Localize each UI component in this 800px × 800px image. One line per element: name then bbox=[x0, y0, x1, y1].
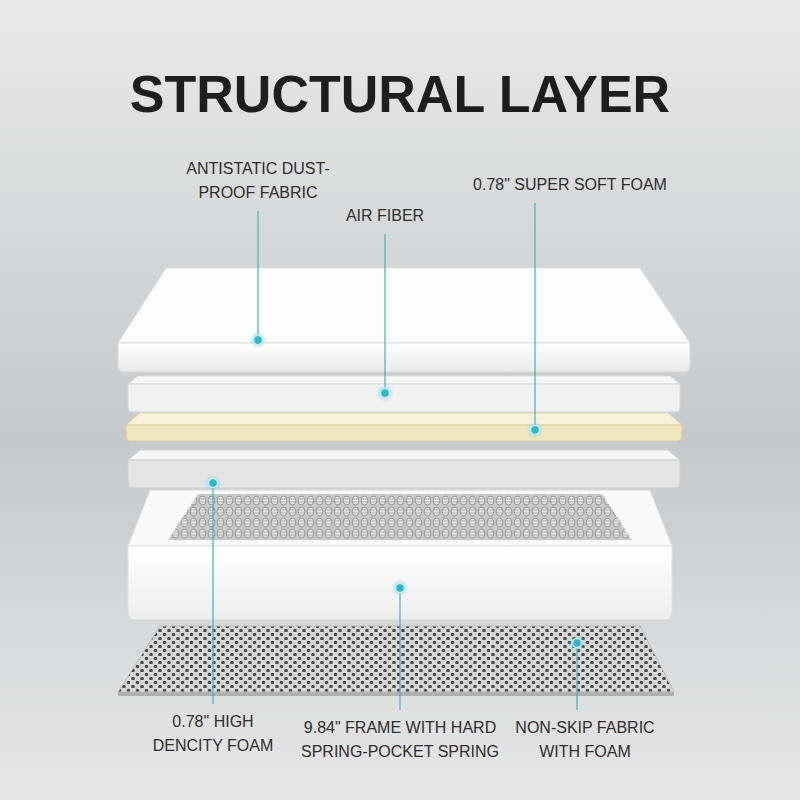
part-label: AIR FIBER bbox=[346, 204, 424, 228]
diagram-title: STRUCTURAL LAYER bbox=[0, 62, 800, 126]
callout-dot bbox=[254, 336, 263, 345]
callout-dot-glow bbox=[526, 421, 544, 439]
callout-dot bbox=[396, 584, 405, 593]
leader-line bbox=[399, 588, 400, 710]
high-density-foam-layer bbox=[128, 450, 680, 488]
air-fiber-layer bbox=[128, 376, 680, 412]
callout-dot bbox=[381, 389, 390, 398]
callout-dot-glow bbox=[568, 634, 586, 652]
top-fabric-layer bbox=[118, 268, 690, 372]
callout-dots bbox=[204, 331, 586, 652]
leader-line bbox=[576, 643, 577, 710]
leader-lines bbox=[213, 203, 577, 710]
callout-dot bbox=[531, 426, 540, 435]
callout-dot-glow bbox=[391, 579, 409, 597]
part-label: NON-SKIP FABRIC WITH FOAM bbox=[503, 716, 668, 764]
part-label: ANTISTATIC DUST-PROOF FABRIC bbox=[178, 157, 338, 205]
callout-dot-glow bbox=[249, 331, 267, 349]
part-label: 0.78" SUPER SOFT FOAM bbox=[473, 173, 667, 197]
part-label: 0.78" HIGH DENCITY FOAM bbox=[148, 710, 278, 758]
leader-line bbox=[257, 211, 258, 340]
part-label: 9.84" FRAME WITH HARD SPRING-POCKET SPRI… bbox=[295, 716, 505, 764]
callout-dot-glow bbox=[204, 474, 222, 492]
leader-line bbox=[384, 234, 385, 393]
leader-line bbox=[534, 203, 535, 430]
non-skip-layer bbox=[118, 626, 674, 696]
super-soft-foam-layer bbox=[126, 413, 682, 441]
callout-dot bbox=[573, 639, 582, 648]
callout-dot bbox=[209, 479, 218, 488]
callout-dot-glow bbox=[376, 384, 394, 402]
leader-line bbox=[212, 483, 213, 704]
